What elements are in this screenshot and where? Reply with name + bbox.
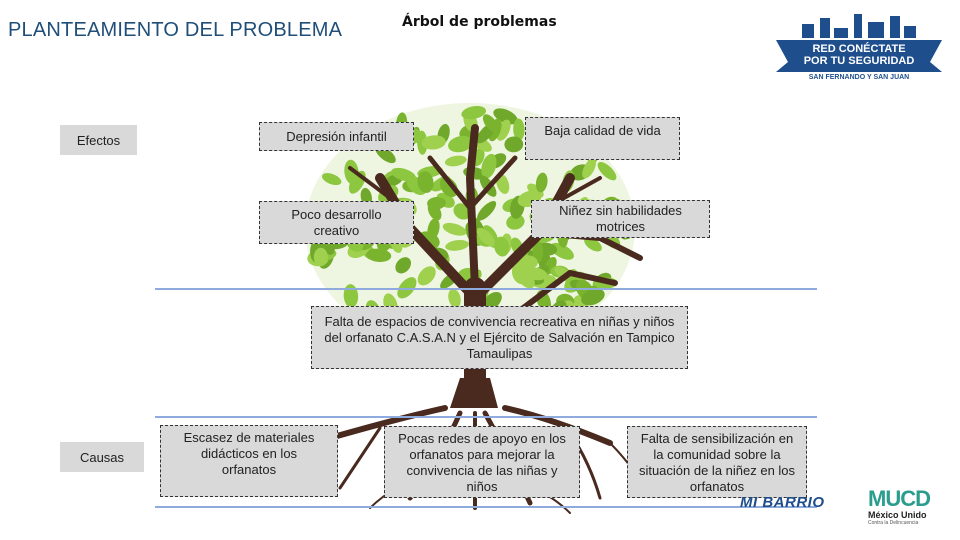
- effects-label: Efectos: [60, 125, 137, 155]
- logo-mucd-tag: Contra la Delincuencia: [868, 520, 919, 526]
- leaf-shape: [445, 239, 470, 251]
- leaf-shape: [511, 264, 527, 285]
- logo-mucd-name: México Unido: [868, 510, 927, 520]
- leaf-shape: [504, 136, 524, 153]
- leaf-shape: [584, 237, 602, 252]
- logo-barrio-text: MI BARRIO: [740, 494, 825, 511]
- mucd-logo: MUCD México Unido Contra la Delincuencia: [868, 486, 931, 527]
- divider-middle: [155, 416, 817, 418]
- leaf-shape: [535, 172, 548, 193]
- leaf-shape: [581, 288, 605, 306]
- leaf-shape: [597, 162, 617, 181]
- leaf-shape: [444, 155, 467, 167]
- effect-box: Depresión infantil: [259, 122, 414, 151]
- logo-red-line2: POR TU SEGURIDAD: [803, 55, 915, 67]
- leaf-shape: [448, 135, 473, 153]
- leaf-shape: [343, 284, 359, 308]
- divider-bottom: [155, 506, 817, 508]
- leaf-shape: [417, 171, 434, 193]
- page-title: PLANTEAMIENTO DEL PROBLEMA: [8, 19, 343, 41]
- leaf-shape: [439, 177, 458, 198]
- mi-barrio-logo: MI BARRIO: [740, 494, 825, 511]
- leaf-shape: [476, 227, 496, 247]
- tree-trunk: [450, 378, 498, 408]
- leaf-shape: [421, 135, 446, 150]
- leaf-shape: [395, 257, 412, 274]
- red-conectate-logo: RED CONÉCTATE POR TU SEGURIDAD SAN FERNA…: [772, 10, 946, 84]
- effect-box: Poco desarrollo creativo: [259, 201, 414, 244]
- central-problem-box: Falta de espacios de convivencia recreat…: [311, 306, 688, 369]
- leaf-shape: [366, 248, 392, 262]
- leaf-shape: [427, 202, 442, 221]
- logo-red-footer: SAN FERNANDO Y SAN JUAN: [808, 74, 910, 81]
- causes-label: Causas: [60, 442, 144, 472]
- leaf-shape: [397, 277, 417, 299]
- logo-red-line1: RED CONÉCTATE: [812, 43, 906, 55]
- leaf-shape: [582, 158, 596, 179]
- leaf-shape: [448, 288, 461, 308]
- leaf-shape: [322, 173, 342, 186]
- effect-box: Niñez sin habilidades motrices: [531, 200, 710, 238]
- leaf-shape: [442, 222, 467, 236]
- cause-box: Pocas redes de apoyo en los orfanatos pa…: [384, 426, 580, 498]
- leaf-shape: [477, 201, 497, 221]
- leaf-shape: [417, 266, 436, 286]
- leaf-shape: [506, 214, 525, 230]
- leaf-shape: [481, 153, 497, 179]
- leaf-shape: [461, 105, 487, 120]
- divider-top: [155, 288, 817, 290]
- leaf-shape: [494, 236, 510, 257]
- page-subtitle: Árbol de problemas: [402, 14, 557, 30]
- effect-box: Baja calidad de vida: [525, 117, 680, 160]
- leaf-shape: [313, 247, 328, 267]
- leaf-shape: [550, 242, 574, 260]
- cause-box: Falta de sensibilización en la comunidad…: [627, 426, 807, 498]
- leaf-shape: [344, 159, 359, 185]
- leaf-shape: [513, 118, 525, 141]
- leaf-shape: [482, 114, 499, 133]
- cause-box: Escasez de materiales didácticos en los …: [160, 425, 338, 497]
- logo-mucd-mark: MUCD: [868, 486, 931, 511]
